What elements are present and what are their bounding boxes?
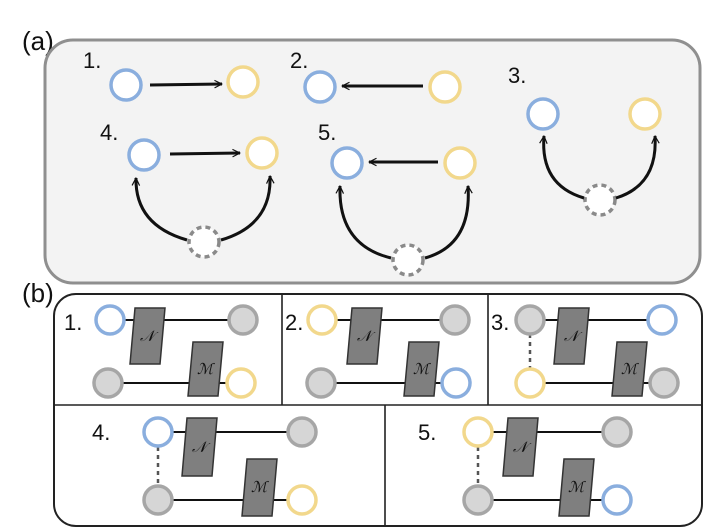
gate-n bbox=[553, 307, 590, 365]
node-gray bbox=[462, 484, 494, 516]
node-blue bbox=[601, 484, 633, 516]
node-yellow bbox=[628, 97, 662, 131]
node-yellow bbox=[226, 65, 260, 99]
arrow bbox=[424, 186, 468, 260]
node-yellow bbox=[443, 146, 477, 180]
gate-m-label: ℳ bbox=[197, 360, 215, 378]
node-yellow bbox=[286, 484, 318, 516]
node-blue bbox=[127, 138, 161, 172]
panel-b-case-4-number: 4. bbox=[92, 420, 110, 445]
gate-n-label: 𝒩 bbox=[140, 327, 159, 345]
node-blue bbox=[646, 304, 678, 336]
node-gray bbox=[92, 367, 124, 399]
node-blue bbox=[440, 367, 472, 399]
panel-a-case-2-number: 2. bbox=[290, 48, 308, 73]
gate-n bbox=[181, 417, 218, 477]
arrow bbox=[544, 136, 585, 200]
panel-a-case-4-number: 4. bbox=[100, 120, 118, 145]
arrow bbox=[340, 186, 392, 260]
gate-m-label: ℳ bbox=[251, 478, 269, 496]
gate-n bbox=[129, 307, 166, 365]
panel-b-label: (b) bbox=[22, 278, 54, 308]
gate-n-label: 𝒩 bbox=[357, 327, 376, 345]
gate-m bbox=[403, 341, 440, 397]
node-gray bbox=[305, 367, 337, 399]
node-gray bbox=[601, 416, 633, 448]
gate-n bbox=[346, 307, 383, 365]
gate-m bbox=[187, 341, 224, 397]
panel-a-case-3-number: 3. bbox=[508, 63, 526, 88]
gate-m-label: ℳ bbox=[413, 360, 431, 378]
arrow bbox=[136, 178, 188, 242]
arrow bbox=[149, 84, 222, 85]
node-yellow bbox=[462, 416, 494, 448]
panel-b-case-3-number: 3. bbox=[491, 310, 509, 335]
node-gray bbox=[648, 367, 680, 399]
gate-m-label: ℳ bbox=[568, 478, 586, 496]
gate-n bbox=[502, 417, 539, 477]
node-blue bbox=[94, 304, 126, 336]
node-gray bbox=[514, 304, 546, 336]
node-hidden bbox=[391, 243, 425, 277]
arrow bbox=[615, 136, 655, 200]
panel-b-case-2-number: 2. bbox=[285, 310, 303, 335]
gate-m bbox=[558, 458, 595, 517]
node-yellow bbox=[428, 70, 462, 104]
node-gray bbox=[142, 484, 174, 516]
panel-b-case-1-number: 1. bbox=[64, 310, 82, 335]
arrow bbox=[220, 176, 270, 242]
node-gray bbox=[286, 416, 318, 448]
panel-a-case-1-number: 1. bbox=[83, 48, 101, 73]
gate-n-label: 𝒩 bbox=[513, 438, 532, 456]
node-blue bbox=[330, 146, 364, 180]
gate-n-label: 𝒩 bbox=[192, 438, 211, 456]
node-yellow bbox=[225, 367, 257, 399]
node-blue bbox=[109, 68, 143, 102]
node-yellow bbox=[306, 304, 338, 336]
node-blue bbox=[303, 70, 337, 104]
panel-a-label: (a) bbox=[22, 26, 54, 56]
node-yellow bbox=[514, 367, 546, 399]
node-gray bbox=[439, 304, 471, 336]
node-blue bbox=[142, 416, 174, 448]
panel-b-case-5-number: 5. bbox=[418, 420, 436, 445]
arrow bbox=[169, 153, 240, 154]
node-gray bbox=[227, 304, 259, 336]
gate-m-label: ℳ bbox=[621, 360, 639, 378]
node-yellow bbox=[245, 136, 279, 170]
gate-n-label: 𝒩 bbox=[564, 327, 583, 345]
panel-a-case-5-number: 5. bbox=[318, 120, 336, 145]
gate-m bbox=[611, 341, 648, 397]
node-hidden bbox=[583, 183, 617, 217]
node-hidden bbox=[187, 225, 221, 259]
gate-m bbox=[241, 458, 278, 517]
node-blue bbox=[526, 97, 560, 131]
